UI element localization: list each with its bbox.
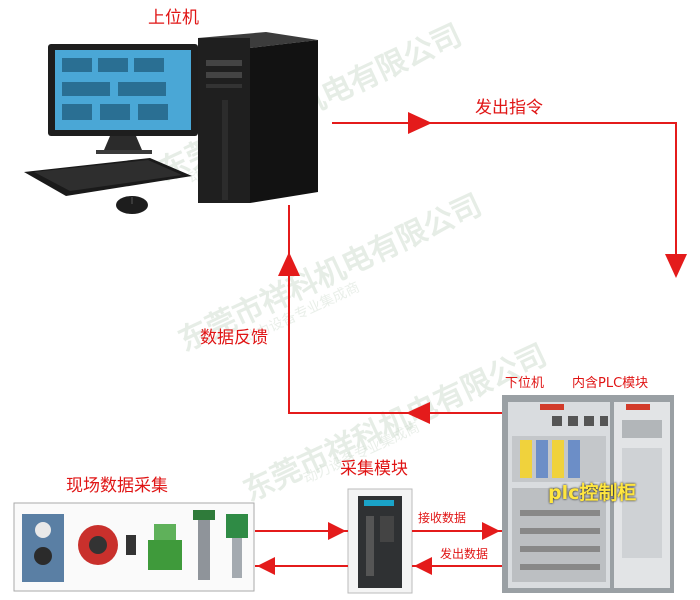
send-data-label: 发出数据: [440, 547, 489, 561]
plc-module-label: 内含PLC模块: [572, 376, 649, 391]
field-instruments-icon: [13, 502, 255, 592]
plc-cabinet-label: plc控制柜: [548, 482, 637, 504]
plc-cabinet-icon: [502, 395, 674, 593]
send-command-label: 发出指令: [475, 98, 543, 118]
data-feedback-line: [288, 205, 502, 414]
arrow-right-icon: [482, 522, 500, 540]
arrow-left-icon: [414, 557, 432, 575]
collection-module-icon: [347, 488, 413, 594]
arrow-right-icon: [328, 522, 346, 540]
field-collection-label: 现场数据采集: [66, 476, 168, 496]
monitor-icon: [48, 44, 198, 154]
arrow-up-icon: [278, 252, 300, 276]
collection-module-label: 采集模块: [340, 459, 408, 479]
connection-lines: [255, 122, 677, 567]
arrow-left-icon: [257, 557, 275, 575]
arrow-left-icon: [406, 402, 430, 424]
data-feedback-label: 数据反馈: [200, 328, 268, 348]
lower-machine-label: 下位机: [505, 376, 545, 391]
arrowheads: [257, 112, 687, 575]
send-command-line: [332, 122, 677, 268]
keyboard-icon: [24, 158, 192, 196]
arrow-right-icon: [408, 112, 432, 134]
host-label: 上位机: [148, 8, 199, 28]
tower-icon: [198, 32, 318, 203]
arrow-down-icon: [665, 254, 687, 278]
receive-data-label: 接收数据: [418, 511, 467, 525]
mouse-icon: [116, 196, 148, 214]
